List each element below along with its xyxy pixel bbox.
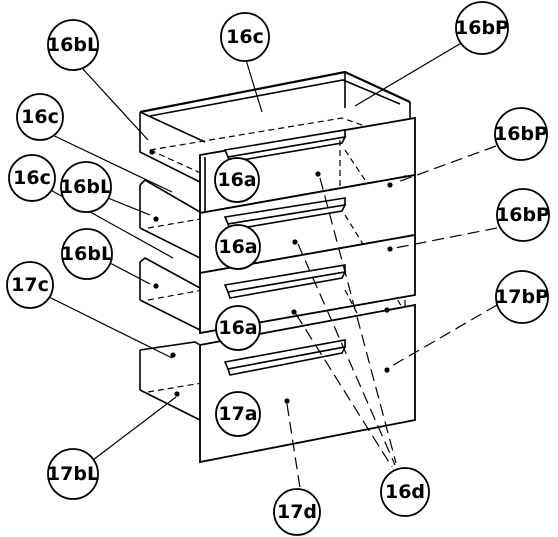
label-16d-text: 16d	[385, 481, 425, 503]
label-16bP-top: 16bP	[455, 1, 509, 55]
label-17d: 17d	[273, 488, 321, 536]
leader-lines	[43, 41, 498, 489]
label-16c-left-2-text: 16c	[13, 167, 51, 189]
label-16bP-right-2-text: 16bP	[496, 204, 550, 226]
label-16bL-left-3: 16bL	[61, 228, 113, 280]
label-16d: 16d	[380, 467, 430, 517]
label-17bP-text: 17bP	[495, 286, 549, 308]
label-17bL: 17bL	[47, 448, 99, 500]
label-16bL-top: 16bL	[47, 19, 99, 71]
label-16bL-top-text: 16bL	[47, 34, 99, 56]
label-17bL-text: 17bL	[47, 463, 99, 485]
label-16c-top-text: 16c	[226, 26, 264, 48]
label-16c-left-1: 16c	[16, 93, 64, 141]
label-16bP-right-2: 16bP	[496, 188, 550, 242]
label-16bL-left-2: 16bL	[60, 161, 112, 213]
label-17d-text: 17d	[277, 501, 317, 523]
label-17a-text: 17a	[218, 403, 257, 425]
label-16a-3-text: 16a	[218, 317, 257, 339]
top-drawer-box	[139, 70, 411, 183]
label-16a-2-text: 16a	[218, 236, 257, 258]
label-16bP-top-text: 16bP	[455, 17, 509, 39]
label-16c-left-1-text: 16c	[21, 106, 59, 128]
label-16c-top: 16c	[220, 12, 270, 62]
label-16bP-right-1: 16bP	[494, 107, 548, 161]
label-16a-3: 16a	[215, 305, 261, 351]
label-16a-2: 16a	[215, 224, 261, 270]
label-17c: 17c	[6, 261, 54, 309]
label-17bP: 17bP	[495, 270, 549, 324]
label-16bP-right-1-text: 16bP	[494, 123, 548, 145]
label-16a-1-text: 16a	[217, 169, 256, 191]
label-16bL-left-2-text: 16bL	[60, 176, 112, 198]
label-16a-1: 16a	[214, 157, 260, 203]
label-17a: 17a	[215, 391, 261, 437]
label-16bL-left-3-text: 16bL	[61, 243, 113, 265]
label-17c-text: 17c	[11, 274, 49, 296]
label-16c-left-2: 16c	[8, 154, 56, 202]
